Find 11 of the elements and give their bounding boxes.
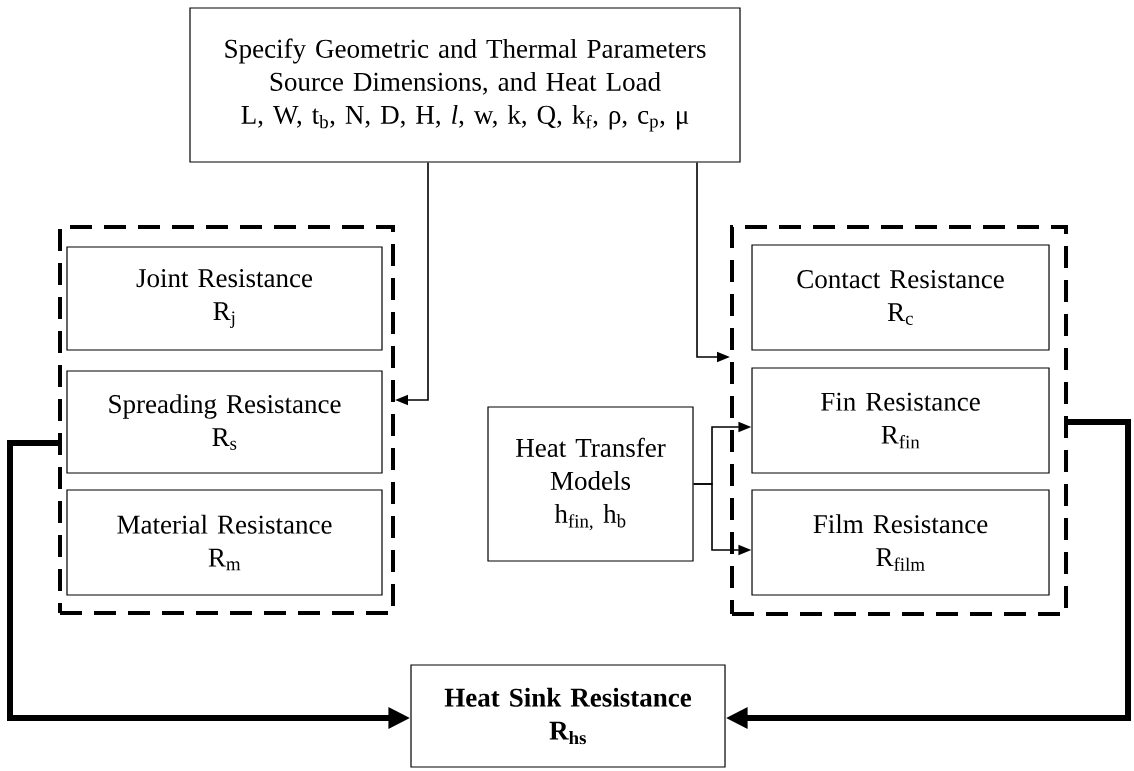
dashed-group-box <box>58 225 395 615</box>
process-box: Specify Geometric and Thermal Parameters Source Dimensions, and Heat Load L, W, t$_{b}$, N, D, H, l, w, k, Q, k$_{f}$, ρ, c$_{p}$, μ <box>189 7 741 163</box>
dashed-group-box <box>730 225 1068 616</box>
process-box: Heat Transfer Models h$_{fin,}$ h$_{b}$ <box>487 406 694 562</box>
process-box: Spreading Resistance R$_{s}$ <box>66 370 383 474</box>
process-box: Joint Resistance R$_{j}$ <box>66 246 383 351</box>
process-box: Film Resistance R$_{film}$ <box>751 489 1050 596</box>
process-box: Fin Resistance R$_{fin}$ <box>751 367 1050 474</box>
process-box: Contact Resistance R$_{c}$ <box>751 244 1050 351</box>
process-box: Heat Sink Resistance R$_{hs}$ <box>410 664 726 768</box>
process-box: Material Resistance R$_{m}$ <box>66 489 383 596</box>
